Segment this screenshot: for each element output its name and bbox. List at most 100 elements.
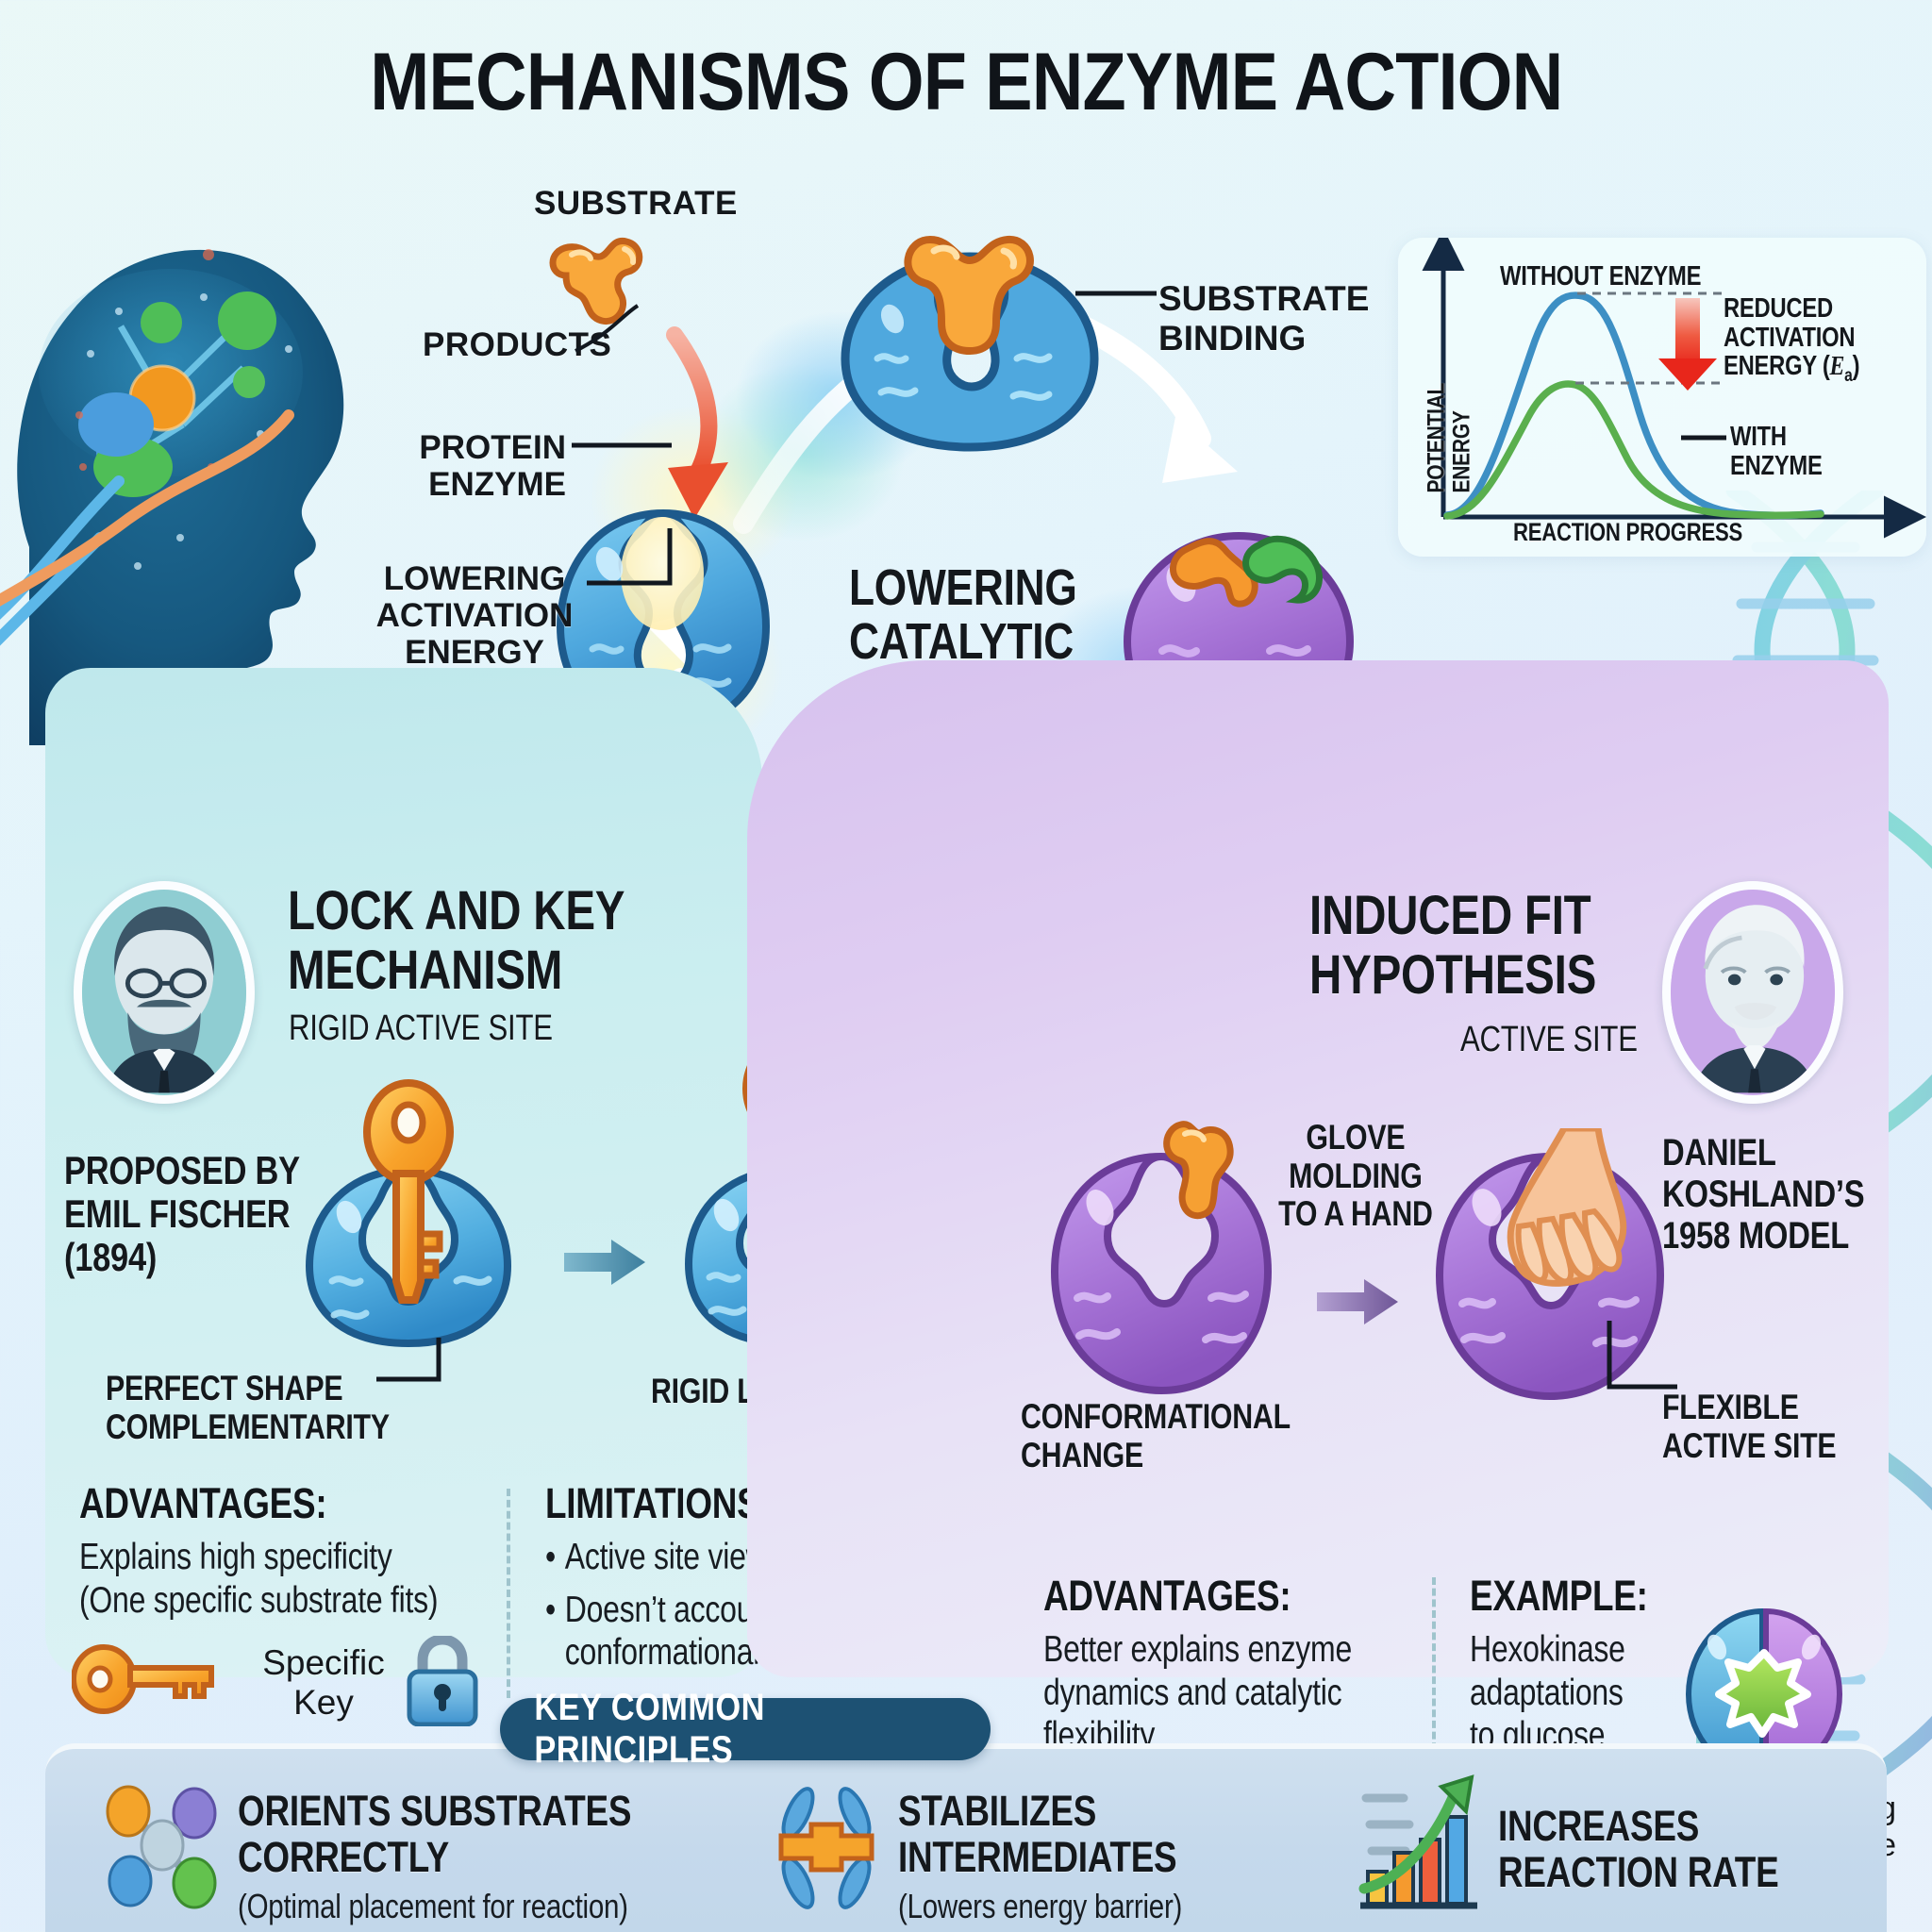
induced-fit-heading-line-2: HYPOTHESIS bbox=[1309, 943, 1597, 1006]
lock-key-open-diagram bbox=[305, 1079, 512, 1347]
substrate-to-enzyme-arrow bbox=[666, 326, 728, 519]
lock-key-transition-arrow bbox=[564, 1240, 645, 1285]
with-enzyme-line-1: WITH bbox=[1730, 422, 1787, 452]
lk-adv-line-1: Explains high specificity bbox=[79, 1537, 392, 1577]
bullet-dot-2: • bbox=[545, 1589, 556, 1630]
label-substrate-binding: SUBSTRATE BINDING bbox=[1158, 279, 1369, 358]
hand-icon bbox=[1507, 1128, 1627, 1287]
proposer-line-3: (1894) bbox=[64, 1235, 158, 1280]
protein-enzyme-line-1: PROTEIN bbox=[419, 429, 566, 466]
glove-line-2: TO A HAND bbox=[1278, 1194, 1433, 1234]
reduced-activation-arrow bbox=[1658, 298, 1717, 391]
protein-enzyme-line-2: ENZYME bbox=[428, 466, 566, 504]
lowering-leader-line bbox=[587, 528, 673, 586]
induced-fit-panel bbox=[747, 660, 1889, 1677]
substrate-binding-leader-line bbox=[1075, 291, 1157, 296]
specific-key-label: Specific Key bbox=[262, 1643, 385, 1723]
label-protein-enzyme: PROTEIN ENZYME bbox=[415, 429, 566, 503]
induced-fit-subheading: ACTIVE SITE bbox=[1460, 1020, 1638, 1059]
koshland-line-2: KOSHLAND’S bbox=[1662, 1174, 1865, 1215]
induced-fit-heading-line-1: INDUCED FIT bbox=[1309, 885, 1591, 946]
principle-3-line-2: REACTION RATE bbox=[1498, 1847, 1779, 1896]
reduced-line-2: ACTIVATION bbox=[1724, 322, 1856, 353]
induced-fit-advantages-heading: ADVANTAGES: bbox=[1043, 1572, 1291, 1620]
hexokinase-icon bbox=[1685, 1607, 1843, 1777]
lock-and-key-heading: LOCK AND KEY MECHANISM bbox=[288, 880, 625, 1001]
activation-energy-graph-card: POTENTIAL ENERGY REACTION PROGRESS WITHO… bbox=[1398, 238, 1926, 557]
koshland-line-3: 1958 MODEL bbox=[1662, 1215, 1850, 1257]
lock-and-key-proposer: PROPOSED BY EMIL FISCHER (1894) bbox=[64, 1148, 300, 1280]
lock-key-heading-line-2: MECHANISM bbox=[288, 939, 563, 1001]
enzyme-substrate-bound-icon bbox=[841, 235, 1099, 452]
daniel-koshland-portrait bbox=[1662, 881, 1843, 1104]
key-icon bbox=[363, 1079, 454, 1304]
koshland-attribution: DANIEL KOSHLAND’S 1958 MODEL bbox=[1662, 1132, 1865, 1257]
induced-fit-transition-arrow bbox=[1317, 1279, 1398, 1324]
lock-key-advantages-body: Explains high specificity (One specific … bbox=[79, 1536, 528, 1622]
conformational-line-1: CONFORMATIONAL bbox=[1021, 1397, 1291, 1436]
principle-2-line-2: INTERMEDIATES bbox=[898, 1832, 1177, 1881]
induced-fit-open-enzyme bbox=[1050, 1152, 1273, 1395]
flexible-line-2: ACTIVE SITE bbox=[1662, 1425, 1837, 1465]
induced-fit-example-body: Hexokinase adaptations to glucose bbox=[1470, 1629, 1625, 1757]
principle-2-line-1: STABILIZES bbox=[898, 1787, 1097, 1835]
substrate-binding-line-1: SUBSTRATE bbox=[1158, 279, 1370, 318]
human-head-molecule-illustration bbox=[0, 249, 344, 745]
induced-fit-column-divider bbox=[1432, 1577, 1436, 1794]
substrate-molecule-icon bbox=[549, 237, 643, 325]
complementarity-leader-line bbox=[376, 1338, 441, 1382]
lowering-line-1: LOWERING bbox=[383, 560, 566, 597]
molecule-icon bbox=[106, 1785, 217, 1909]
legend-without-enzyme: WITHOUT ENZYME bbox=[1500, 261, 1702, 291]
conformational-line-2: CHANGE bbox=[1021, 1435, 1144, 1474]
koshland-line-1: DANIEL bbox=[1662, 1132, 1776, 1174]
reduced-activation-energy-label: REDUCED ACTIVATION ENERGY (Ea) bbox=[1724, 293, 1860, 386]
complementarity-line-2: COMPLEMENTARITY bbox=[106, 1407, 390, 1446]
page-title: MECHANISMS OF ENZYME ACTION bbox=[0, 36, 1932, 129]
label-substrate: SUBSTRATE bbox=[534, 185, 738, 222]
principle-3-title: INCREASES REACTION RATE bbox=[1498, 1802, 1779, 1896]
reduced-line-1: REDUCED bbox=[1724, 293, 1833, 324]
principle-1-line-1: ORIENTS SUBSTRATES bbox=[238, 1787, 632, 1835]
protein-enzyme-leader-line bbox=[572, 442, 672, 448]
glove-molding-caption: GLOVE MOLDING TO A HAND bbox=[1243, 1118, 1468, 1234]
flexible-active-site-leader-line bbox=[1607, 1321, 1677, 1390]
principle-1-subtitle: (Optimal placement for reaction) bbox=[238, 1887, 628, 1925]
substrate-binding-line-2: BINDING bbox=[1158, 319, 1307, 358]
induced-fit-substrate-icon bbox=[1163, 1121, 1234, 1220]
specific-key-line-1: Specific bbox=[262, 1643, 385, 1682]
label-lowering-activation-energy: LOWERING ACTIVATION ENERGY bbox=[357, 560, 592, 672]
principle-2-subtitle: (Lowers energy barrier) bbox=[898, 1887, 1183, 1925]
cycle-title-line-2: CATALYTIC bbox=[849, 613, 1074, 671]
lock-key-heading-line-1: LOCK AND KEY bbox=[288, 880, 625, 941]
principle-1-line-2: CORRECTLY bbox=[238, 1832, 450, 1881]
stabilize-icon bbox=[778, 1787, 874, 1909]
flexible-active-site-caption: FLEXIBLE ACTIVE SITE bbox=[1662, 1388, 1837, 1465]
flexible-line-1: FLEXIBLE bbox=[1662, 1388, 1799, 1426]
specific-key-icon bbox=[72, 1644, 214, 1714]
lock-key-advantages-heading: ADVANTAGES: bbox=[79, 1479, 327, 1527]
lock-key-limitations-heading: LIMITATIONS: bbox=[545, 1479, 772, 1527]
proposer-line-2: EMIL FISCHER bbox=[64, 1191, 291, 1237]
energy-graph-svg bbox=[1422, 238, 1926, 539]
label-products: PRODUCTS bbox=[423, 326, 612, 363]
lowering-line-2: ACTIVATION bbox=[375, 597, 574, 635]
key-principles-strip bbox=[45, 1743, 1887, 1932]
page-title-text: MECHANISMS OF ENZYME ACTION bbox=[369, 37, 1563, 127]
complementarity-line-1: PERFECT SHAPE bbox=[106, 1369, 343, 1407]
principle-3-line-1: INCREASES bbox=[1498, 1802, 1700, 1850]
complex-formation-arrow bbox=[1069, 314, 1238, 483]
principle-2-title: STABILIZES INTERMEDIATES bbox=[898, 1787, 1177, 1881]
graph-xlabel: REACTION PROGRESS bbox=[1513, 518, 1743, 546]
glove-line-1: GLOVE MOLDING bbox=[1289, 1118, 1423, 1195]
lk-adv-line-2: (One specific substrate fits) bbox=[79, 1579, 439, 1621]
principle-1-title: ORIENTS SUBSTRATES CORRECTLY bbox=[238, 1787, 632, 1881]
specific-key-line-2: Key bbox=[293, 1683, 354, 1723]
graph-ylabel: POTENTIAL ENERGY bbox=[1423, 383, 1475, 493]
lowering-line-3: ENERGY bbox=[405, 634, 544, 672]
perfect-shape-complementarity-caption: PERFECT SHAPE COMPLEMENTARITY bbox=[106, 1369, 390, 1446]
products-leader-line bbox=[575, 304, 640, 353]
growth-chart-icon bbox=[1358, 1774, 1477, 1909]
induced-fit-closed-enzyme-with-hand bbox=[1435, 1128, 1665, 1401]
